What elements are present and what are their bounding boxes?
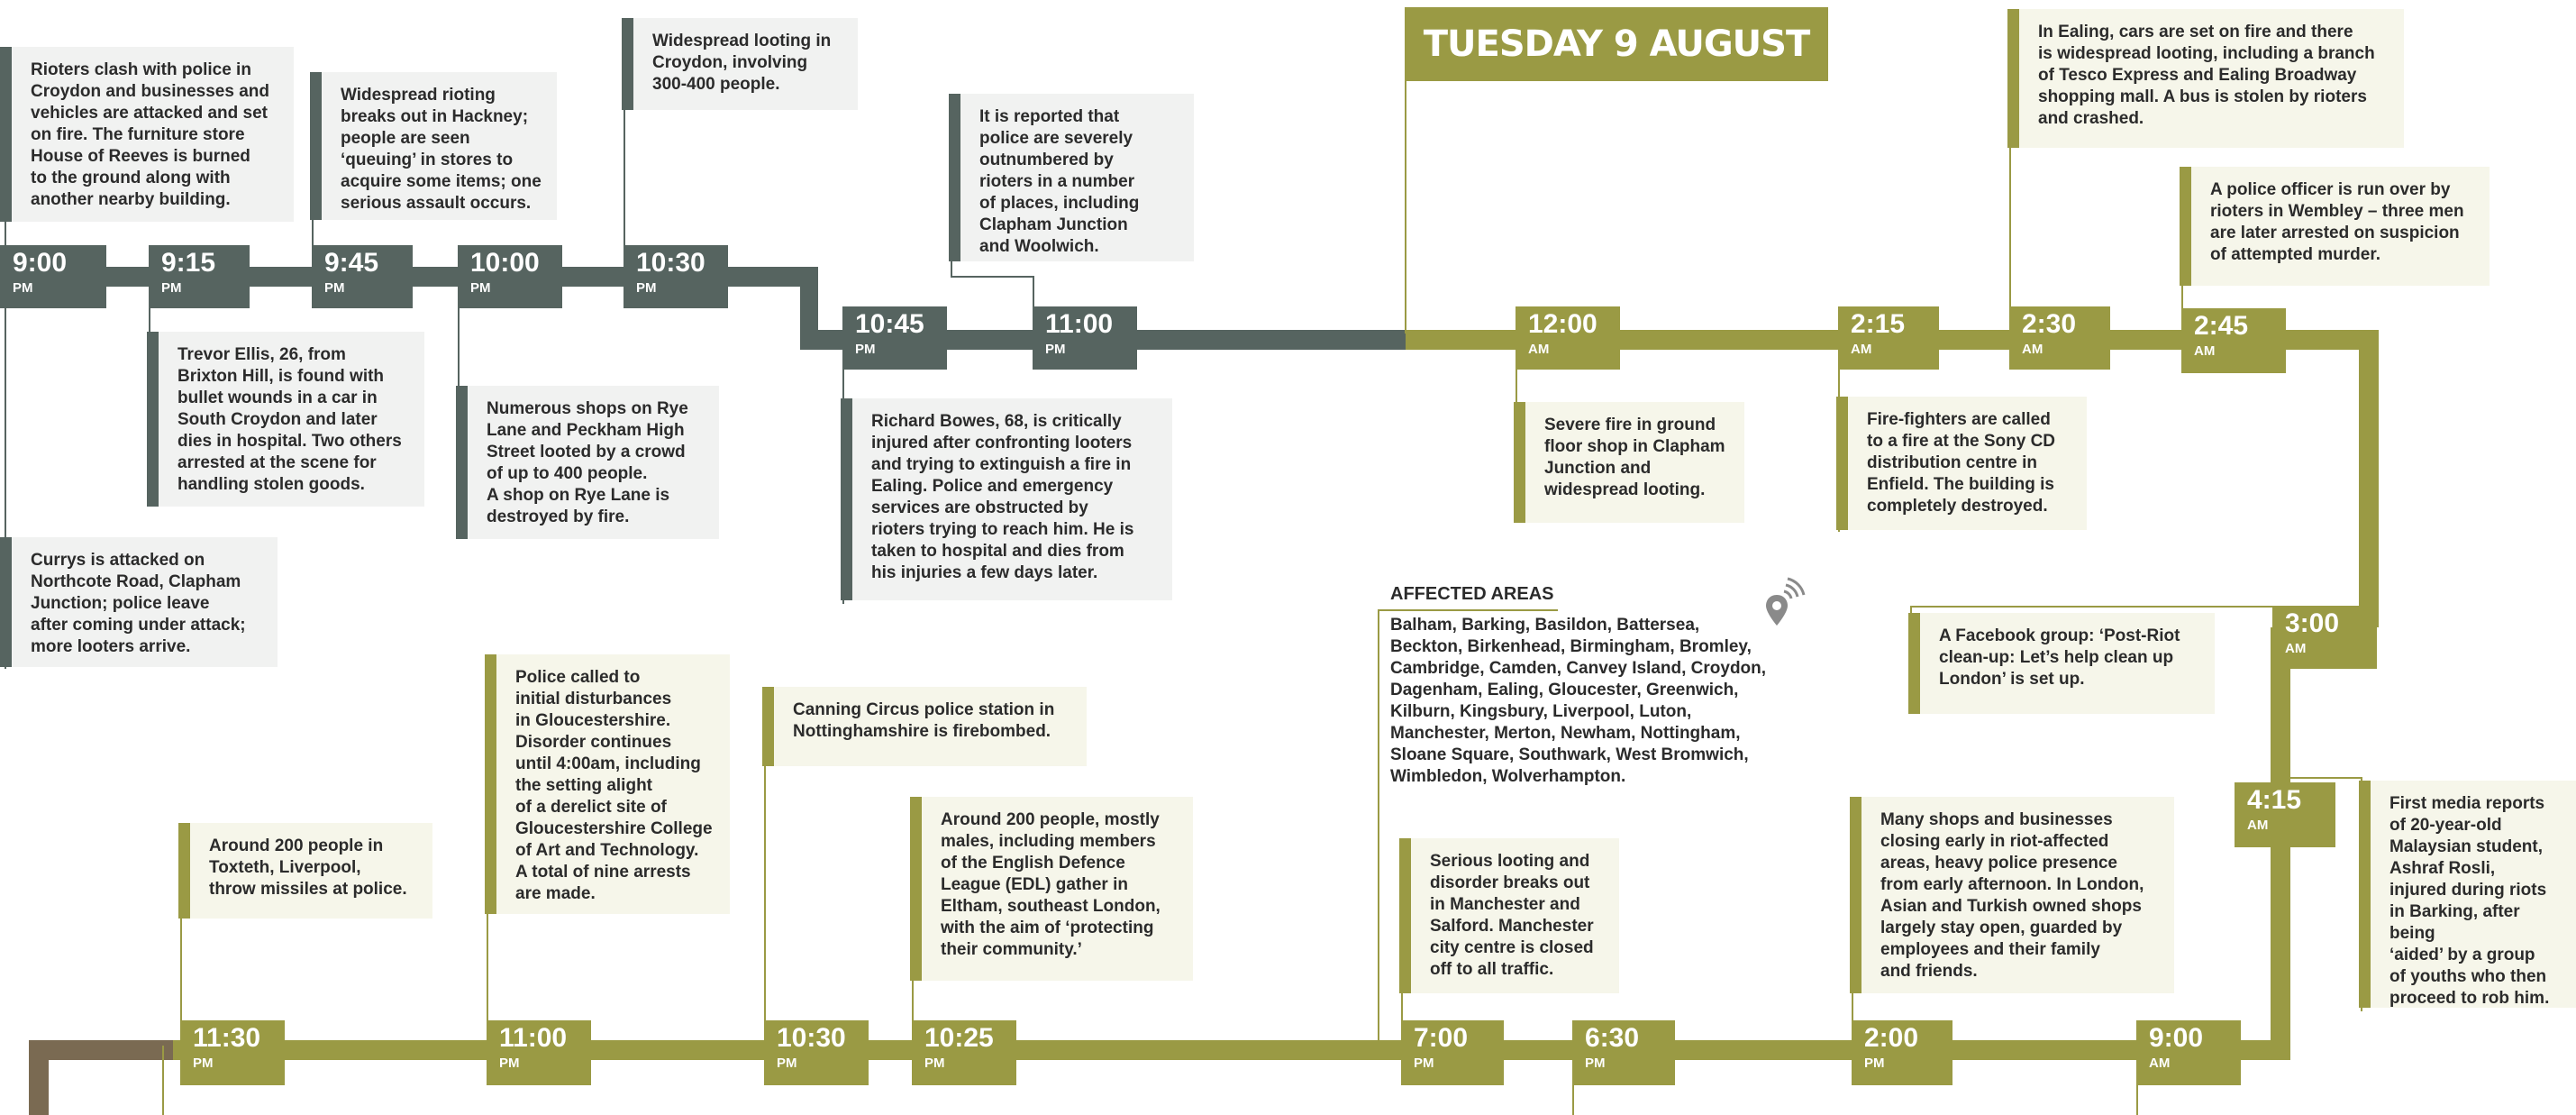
connector <box>764 687 766 1046</box>
event-box-ealing-cars: In Ealing, cars are set on fire and ther… <box>2007 9 2404 148</box>
event-box-police-outnumbered: It is reported that police are severely … <box>949 94 1194 261</box>
timeline-step-down <box>800 267 818 348</box>
connector <box>1910 606 2280 608</box>
event-box-shops-closing: Many shops and businesses closing early … <box>1850 797 2174 993</box>
date-banner <box>1405 7 1828 81</box>
timeline-line-bottom <box>162 1040 2290 1060</box>
affected-areas-title: AFFECTED AREAS <box>1390 584 1554 604</box>
event-box-manchester-looting: Serious looting and disorder breaks out … <box>1399 838 1619 993</box>
connector <box>1405 9 1406 334</box>
event-box-wembley-officer: A police officer is run over by rioters … <box>2180 167 2490 286</box>
event-box-currys-attack: Currys is attacked on Northcote Road, Cl… <box>0 537 278 667</box>
connector <box>162 1046 164 1115</box>
event-box-gloucestershire: Police called to initial disturbances in… <box>485 654 730 914</box>
connector <box>1378 609 1379 1046</box>
timeline-line-bottom-brown <box>29 1040 173 1060</box>
connector <box>180 823 182 1046</box>
connector <box>1378 609 1558 611</box>
connector <box>2009 9 2011 334</box>
connector <box>2289 777 2361 779</box>
event-box-hackney-rioting: Widespread rioting breaks out in Hackney… <box>310 72 557 220</box>
connector <box>5 47 6 669</box>
connector <box>1033 276 1034 334</box>
date-banner-title: TUESDAY 9 AUGUST <box>1423 23 1811 65</box>
event-box-toxteth: Around 200 people in Toxteth, Liverpool,… <box>178 823 432 919</box>
timeline-line-right-vertical <box>2359 330 2379 627</box>
event-box-croydon-looting: Widespread looting in Croydon, involving… <box>622 18 858 110</box>
timeline-line-bottom-brown-down <box>29 1040 49 1115</box>
event-box-canning-circus: Canning Circus police station in Notting… <box>762 687 1087 766</box>
event-box-croydon-clash: Rioters clash with police in Croydon and… <box>0 47 294 222</box>
connector <box>951 276 1034 278</box>
event-box-ashraf-rosli: First media reports of 20-year-old Malay… <box>2359 781 2576 1008</box>
connector <box>624 18 625 270</box>
event-box-sony-fire: Fire-fighters are called to a fire at th… <box>1836 397 2087 530</box>
event-box-facebook-cleanup: A Facebook group: ‘Post-Riot clean-up: L… <box>1908 613 2215 714</box>
affected-areas-list: Balham, Barking, Basildon, Battersea, Be… <box>1390 616 1767 786</box>
event-box-richard-bowes: Richard Bowes, 68, is critically injured… <box>841 398 1172 600</box>
map-pin-signal-icon <box>1764 577 1807 635</box>
event-box-eltham-edl: Around 200 people, mostly males, includi… <box>910 797 1193 981</box>
event-box-clapham-fire: Severe fire in ground floor shop in Clap… <box>1514 402 1744 523</box>
event-box-rye-lane: Numerous shops on Rye Lane and Peckham H… <box>456 386 719 539</box>
event-box-trevor-ellis: Trevor Ellis, 26, from Brixton Hill, is … <box>147 332 424 507</box>
